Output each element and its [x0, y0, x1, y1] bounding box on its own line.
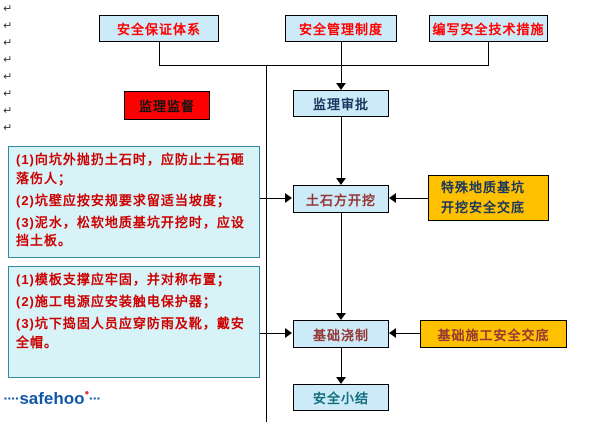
connector-line [159, 42, 160, 65]
arrow-right-icon [285, 193, 292, 203]
note-foundation-precautions: (1)模板支撑应牢固，并对称布置； (2)施工电源应安装触电保护器； (3)坑下… [8, 266, 260, 378]
connector-line [396, 333, 420, 334]
note-line: (1)向坑外抛扔土石时，应防止土石砸落伤人； [16, 152, 245, 186]
connector-line [341, 65, 342, 83]
logo-dot: ● [84, 388, 90, 397]
pilcrow-icon: ↵ [3, 37, 13, 49]
note-line: (2)坑壁应按安规要求留适当坡度； [16, 192, 231, 208]
arrow-down-icon [336, 178, 346, 185]
box-earthwork-excavation: 土石方开挖 [293, 185, 389, 213]
briefing-line: 开挖安全交底 [441, 200, 526, 215]
pilcrow-icon: ↵ [3, 54, 13, 66]
connector-line [260, 333, 285, 334]
supervision-line [266, 65, 267, 422]
arrow-down-icon [336, 313, 346, 320]
pilcrow-icon: ↵ [3, 105, 13, 117]
arrow-left-icon [389, 328, 396, 338]
pilcrow-icon: ↵ [3, 71, 13, 83]
connector-line [341, 348, 342, 377]
box-foundation-construction-briefing: 基础施工安全交底 [420, 320, 567, 348]
connector-line [341, 117, 342, 178]
logo-squares: ▪▪▪▪ [4, 394, 20, 403]
connector-line [341, 42, 342, 65]
box-safety-summary: 安全小结 [293, 384, 389, 411]
box-special-geology-briefing: 特殊地质基坑 开挖安全交底 [428, 175, 549, 221]
connector-line [260, 198, 285, 199]
pilcrow-icon: ↵ [3, 3, 13, 15]
pilcrow-icon: ↵ [3, 20, 13, 32]
connector-line [396, 198, 428, 199]
briefing-line: 特殊地质基坑 [441, 179, 526, 195]
arrow-right-icon [285, 328, 292, 338]
arrow-down-icon [336, 83, 346, 90]
logo-text: safehoo [19, 389, 85, 408]
logo-squares: ▪▪▪ [89, 394, 101, 403]
pilcrow-icon: ↵ [3, 88, 13, 100]
box-supervision: 监理监督 [124, 91, 210, 120]
connector-line [488, 42, 489, 65]
connector-line [341, 213, 342, 313]
arrow-down-icon [336, 377, 346, 384]
box-supervision-approval: 监理审批 [293, 90, 389, 117]
box-foundation-pouring: 基础浇制 [293, 320, 389, 348]
box-safety-technical-measures: 编写安全技术措施 [429, 15, 548, 42]
note-excavation-precautions: (1)向坑外抛扔土石时，应防止土石砸落伤人； (2)坑壁应按安规要求留适当坡度；… [8, 146, 260, 258]
safehoo-logo: ▪▪▪▪safehoo●▪▪▪ [4, 388, 101, 409]
note-line: (1)模板支撑应牢固，并对称布置； [16, 272, 231, 287]
connector-line [159, 65, 489, 66]
arrow-left-icon [389, 193, 396, 203]
note-line: (3)坑下捣固人员应穿防雨及靴，戴安全帽。 [16, 315, 245, 350]
pilcrow-icon: ↵ [3, 122, 13, 134]
note-line: (3)泥水，松软地质基坑开挖时，应设挡土板。 [16, 214, 245, 249]
note-line: (2)施工电源应安装触电保护器； [16, 293, 217, 309]
box-safety-assurance-system: 安全保证体系 [99, 15, 219, 42]
box-safety-management-rules: 安全管理制度 [285, 15, 397, 42]
